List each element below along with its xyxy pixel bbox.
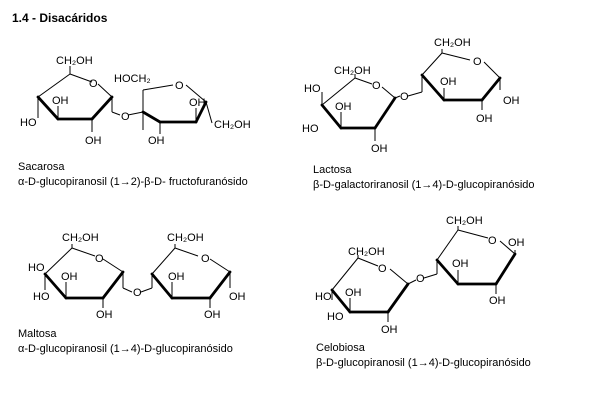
maltosa-name: Maltosa [18, 328, 57, 340]
celobiosa-glc1-ho-c3: HO [327, 311, 344, 323]
celobiosa-glucose-ring-2 [423, 226, 517, 294]
maltosa-glucose-ring-2 [140, 244, 232, 308]
maltosa-glc2-oh-c2: OH [204, 309, 221, 321]
celobiosa-glc2-ch2oh-label: CH₂OH [446, 215, 483, 227]
maltosa-glc1-ring-oxygen: O [95, 253, 104, 265]
lactosa-glc-oh-c3: OH [440, 76, 457, 88]
maltosa-glc2-ch2oh-label: CH₂OH [167, 232, 204, 244]
lactosa-systematic-name: β-D-galactoriranosil (1→4)-D-glucopiranó… [313, 179, 535, 191]
maltosa-systematic-name: α-D-glucopiranosil (1→4)-D-glucopiranósi… [18, 343, 233, 355]
maltosa-glucose-ring-1 [43, 244, 133, 308]
sacarosa-fru-hoch2-label: HOCH₂ [114, 73, 151, 85]
maltosa-glc1-oh-c1: OH [96, 309, 113, 321]
sacarosa-glc-oh-c2: OH [52, 95, 69, 107]
celobiosa-glc2-oh-c2: OH [489, 295, 506, 307]
sacarosa-fru-ring-oxygen: O [175, 80, 184, 92]
lactosa-caption: Lactosa β-D-galactoriranosil (1→4)-D-glu… [313, 163, 535, 193]
sacarosa-structure: CH₂OH O OH HO OH O HOCH₂ O OH OH CH₂OH [20, 55, 251, 147]
sacarosa-glucose-ring [36, 66, 121, 132]
celobiosa-glc2-oh-c3: OH [452, 258, 469, 270]
page-title: 1.4 - Disacáridos [12, 11, 108, 25]
lactosa-glc-oh-c1: OH [503, 95, 520, 107]
maltosa-glc1-oh-c2: OH [61, 271, 78, 283]
maltosa-glc2-ring-oxygen: O [201, 253, 210, 265]
celobiosa-name: Celobiosa [316, 342, 365, 354]
sacarosa-glc-oh-c3: OH [85, 135, 102, 147]
celobiosa-systematic-name: β-D-glucopiranosil (1→4)-D-glucopiranósi… [316, 357, 531, 369]
lactosa-glc-oh-c2: OH [476, 113, 493, 125]
celobiosa-structure: CH₂OH O HO OH HO OH O CH₂OH O OH OH OH [315, 215, 525, 336]
lactosa-galactose-ring [320, 74, 401, 141]
sacarosa-caption: Sacarosa α-D-glucopiranosil (1→2)-β-D- f… [18, 160, 248, 190]
celobiosa-glycosidic-oxygen: O [416, 273, 425, 285]
maltosa-glc2-oh-c1: OH [229, 291, 246, 303]
lactosa-name: Lactosa [313, 164, 352, 176]
sacarosa-systematic-name: α-D-glucopiranosil (1→2)-β-D- fructofura… [18, 176, 248, 188]
lactosa-gal-oh-c2: OH [335, 101, 352, 113]
maltosa-glycosidic-oxygen: O [133, 287, 142, 299]
sacarosa-glc-ho-c4: HO [20, 117, 37, 129]
sacarosa-fru-oh-c4: OH [189, 97, 206, 109]
lactosa-gal-ho-c4: HO [304, 83, 321, 95]
lactosa-glycosidic-oxygen: O [400, 91, 409, 103]
maltosa-structure: CH₂OH O HO OH HO OH O CH₂OH O OH OH OH [28, 232, 246, 321]
celobiosa-glc1-oh-c1: OH [381, 324, 398, 336]
sacarosa-name: Sacarosa [18, 161, 65, 173]
lactosa-gal-ring-oxygen: O [372, 80, 381, 92]
celobiosa-glc1-ho-c4: HO [315, 291, 332, 303]
celobiosa-caption: Celobiosa β-D-glucopiranosil (1→4)-D-glu… [316, 341, 531, 371]
sacarosa-glycosidic-oxygen: O [121, 111, 130, 123]
celobiosa-glc1-ch2oh-label: CH₂OH [348, 246, 385, 258]
sacarosa-fru-oh-c3: OH [148, 135, 165, 147]
lactosa-glc-ring-oxygen: O [473, 56, 482, 68]
sacarosa-glc-ch2oh-label: CH₂OH [56, 55, 93, 67]
maltosa-glc1-ho-c4: HO [28, 262, 45, 274]
celobiosa-glc2-ring-oxygen: O [488, 235, 497, 247]
lactosa-gal-ch2oh-label: CH₂OH [334, 65, 371, 77]
lactosa-glc-ch2oh-label: CH₂OH [434, 37, 471, 49]
lactosa-glucose-ring [407, 49, 502, 110]
sacarosa-glc-ring-oxygen: O [89, 78, 98, 90]
maltosa-glc1-ho-c3: HO [33, 291, 50, 303]
celobiosa-glc1-ring-oxygen: O [378, 263, 387, 275]
celobiosa-glucose-ring-1 [330, 255, 417, 322]
sacarosa-fru-ch2oh-label: CH₂OH [214, 119, 251, 131]
lactosa-gal-ho-c3: HO [302, 123, 319, 135]
maltosa-caption: Maltosa α-D-glucopiranosil (1→4)-D-gluco… [18, 327, 233, 357]
lactosa-gal-oh-c1: OH [371, 143, 388, 155]
celobiosa-glc1-oh-c2: OH [345, 287, 362, 299]
lactosa-structure: CH₂OH O HO OH HO OH O CH₂OH O OH OH OH [302, 37, 520, 155]
maltosa-glc2-oh-c3: OH [168, 271, 185, 283]
maltosa-glc1-ch2oh-label: CH₂OH [62, 232, 99, 244]
sacarosa-fructose-ring [127, 84, 213, 134]
celobiosa-glc2-oh-c1: OH [508, 237, 525, 249]
